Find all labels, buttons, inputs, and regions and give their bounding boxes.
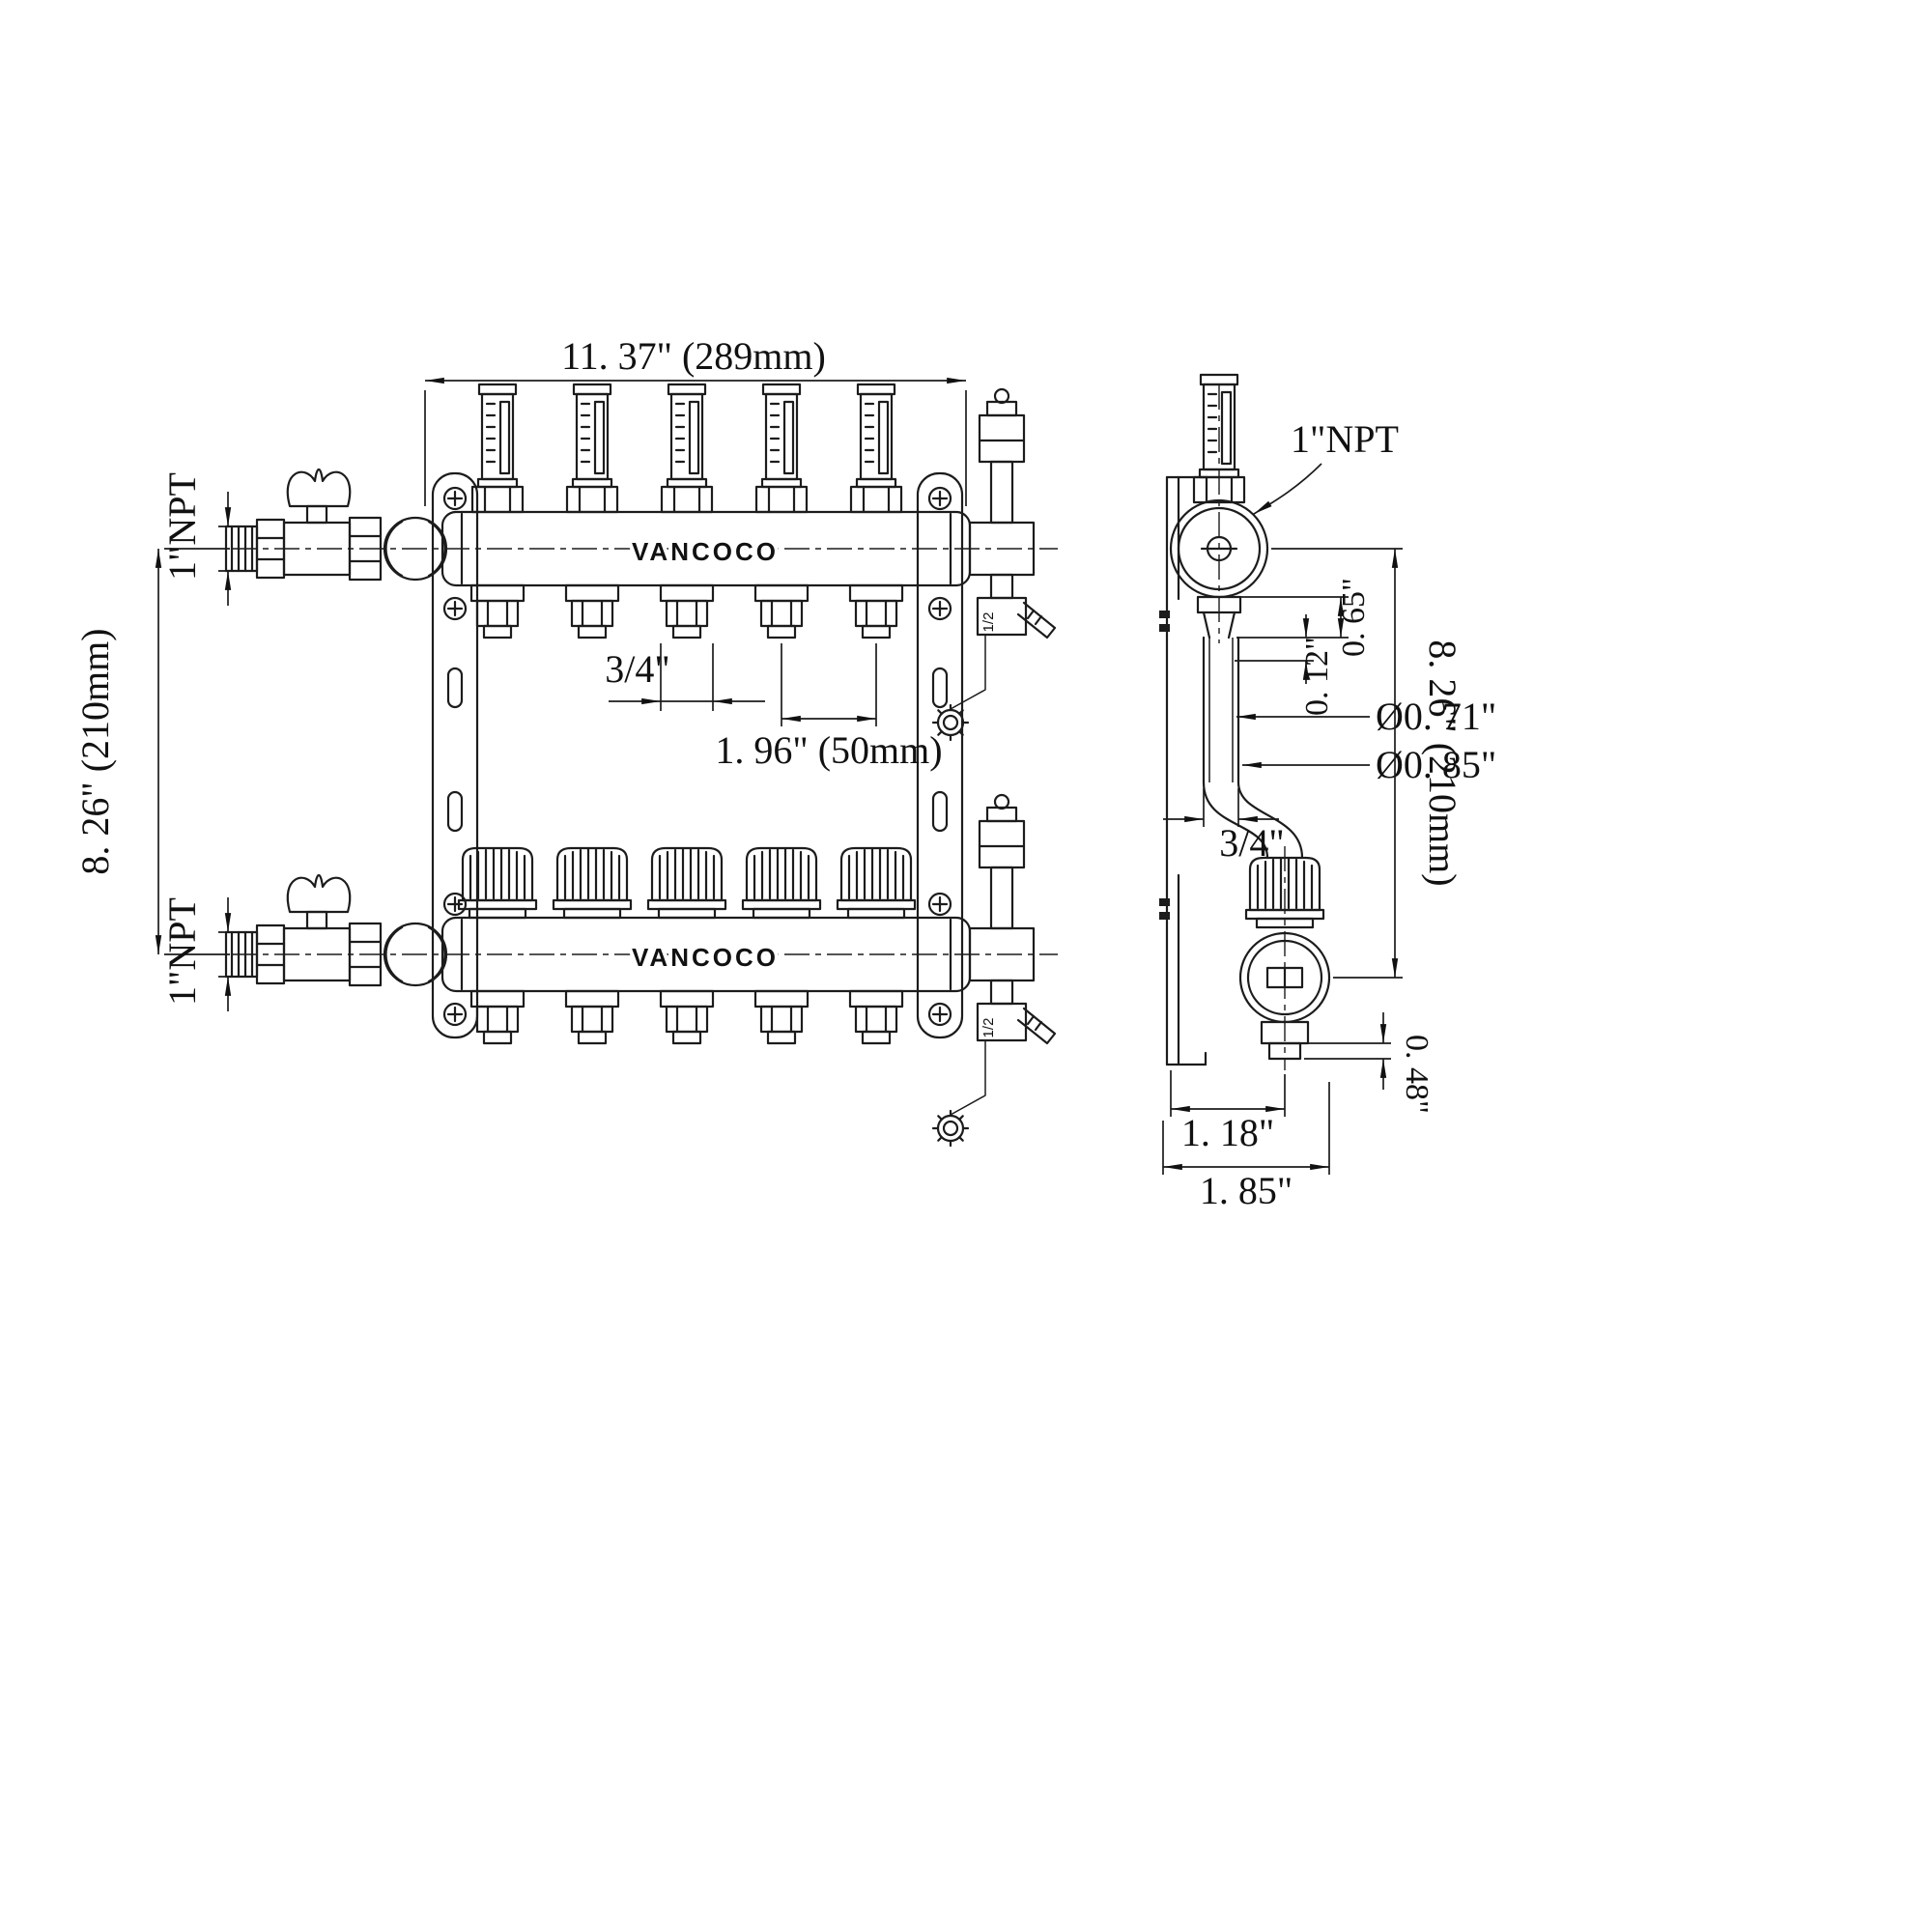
port-fitting bbox=[848, 989, 904, 1045]
depth-b-label: 1. 85" bbox=[1200, 1169, 1293, 1212]
mounting-bracket-right bbox=[916, 471, 964, 1039]
npt-label-bottom: 1"NPT bbox=[160, 897, 204, 1006]
valve-actuator-cap bbox=[457, 846, 538, 920]
offset-a-label: 0. 65" bbox=[1336, 578, 1372, 657]
dimension-width: 11. 37" (289mm) bbox=[424, 334, 967, 506]
port-spacing-label: 1. 96" (50mm) bbox=[715, 728, 942, 772]
flow-meter bbox=[660, 383, 714, 514]
side-view: 1"NPT 0. 65" 0. 12" Ø0. 71" Ø0. 85" bbox=[1159, 373, 1496, 1212]
valve-actuator-cap bbox=[836, 846, 917, 920]
brand-label-top: VANCOCO bbox=[632, 537, 779, 566]
callout-npt-side: 1"NPT bbox=[1253, 417, 1399, 515]
dimension-pipe-size: 3/4" bbox=[1163, 788, 1285, 865]
valve-actuator-cap bbox=[741, 846, 822, 920]
npt-label-top: 1"NPT bbox=[160, 472, 204, 581]
mounting-bracket-left bbox=[431, 471, 479, 1039]
bracket-clip bbox=[1159, 611, 1170, 618]
drain-size-label-top: 1/2 bbox=[980, 612, 997, 633]
stub-label: 0. 48" bbox=[1399, 1035, 1435, 1114]
phillips-screw-icon bbox=[927, 1002, 952, 1027]
side-down-pipe bbox=[1196, 595, 1304, 860]
dimension-port-size: 3/4" bbox=[605, 643, 765, 711]
dimension-offset-b: 0. 12" bbox=[1235, 614, 1335, 716]
flow-meter bbox=[470, 383, 525, 514]
phillips-screw-icon bbox=[927, 892, 952, 917]
valve-actuator-cap bbox=[646, 846, 727, 920]
dim-width-label: 11. 37" (289mm) bbox=[561, 334, 826, 378]
offset-b-label: 0. 12" bbox=[1299, 637, 1335, 716]
bracket-slot bbox=[446, 790, 464, 833]
port-fitting bbox=[659, 583, 715, 639]
dimension-stub: 0. 48" bbox=[1304, 1012, 1435, 1114]
bracket-slot bbox=[931, 667, 949, 709]
port-fitting bbox=[469, 583, 526, 639]
dimension-depth-b: 1. 85" bbox=[1162, 1082, 1330, 1212]
pipe-size-label: 3/4" bbox=[1219, 821, 1284, 865]
bracket-clip bbox=[1159, 912, 1170, 920]
bracket-clip bbox=[1159, 624, 1170, 632]
phillips-screw-icon bbox=[442, 486, 468, 511]
drain-size-label-bottom: 1/2 bbox=[980, 1018, 997, 1038]
port-fitting bbox=[753, 989, 810, 1045]
side-height-label: 8. 26" (210mm) bbox=[1421, 639, 1464, 886]
dimension-offset-a: 0. 65" bbox=[1236, 578, 1372, 657]
flow-meter bbox=[754, 383, 809, 514]
bracket-slot bbox=[446, 667, 464, 709]
depth-a-label: 1. 18" bbox=[1181, 1111, 1274, 1154]
brand-label-bottom: VANCOCO bbox=[632, 943, 779, 972]
port-fitting bbox=[469, 989, 526, 1045]
port-size-label: 3/4" bbox=[605, 647, 669, 691]
dimension-height: 8. 26" (210mm) bbox=[73, 548, 230, 955]
npt-label-side: 1"NPT bbox=[1291, 417, 1399, 461]
port-fitting bbox=[848, 583, 904, 639]
flow-meter bbox=[565, 383, 619, 514]
dimension-npt-bottom: 1"NPT bbox=[160, 897, 238, 1011]
front-view: VANCOCO VANCOCO 1/2 1/2 bbox=[73, 334, 1058, 1148]
bracket-slot bbox=[931, 790, 949, 833]
phillips-screw-icon bbox=[442, 1002, 468, 1027]
phillips-screw-icon bbox=[927, 486, 952, 511]
bracket-clip bbox=[1159, 898, 1170, 906]
dimension-depth-a: 1. 18" bbox=[1170, 1070, 1286, 1154]
dimension-side-height: 8. 26" (210mm) bbox=[1271, 548, 1464, 979]
phillips-screw-icon bbox=[442, 596, 468, 621]
dimension-npt-top: 1"NPT bbox=[160, 472, 238, 606]
port-fitting bbox=[753, 583, 810, 639]
dim-height-label: 8. 26" (210mm) bbox=[73, 628, 117, 874]
side-bracket bbox=[1159, 475, 1209, 1066]
phillips-screw-icon bbox=[927, 596, 952, 621]
port-fitting bbox=[564, 583, 620, 639]
flow-meter bbox=[849, 383, 903, 514]
valve-cross-section bbox=[1238, 931, 1331, 1061]
port-fitting bbox=[564, 989, 620, 1045]
valve-actuator-cap bbox=[552, 846, 633, 920]
inlet-ball-valve-top bbox=[224, 468, 448, 582]
dimension-port-spacing: 1. 96" (50mm) bbox=[715, 643, 943, 772]
port-fitting bbox=[659, 989, 715, 1045]
inlet-ball-valve-bottom bbox=[224, 873, 448, 987]
